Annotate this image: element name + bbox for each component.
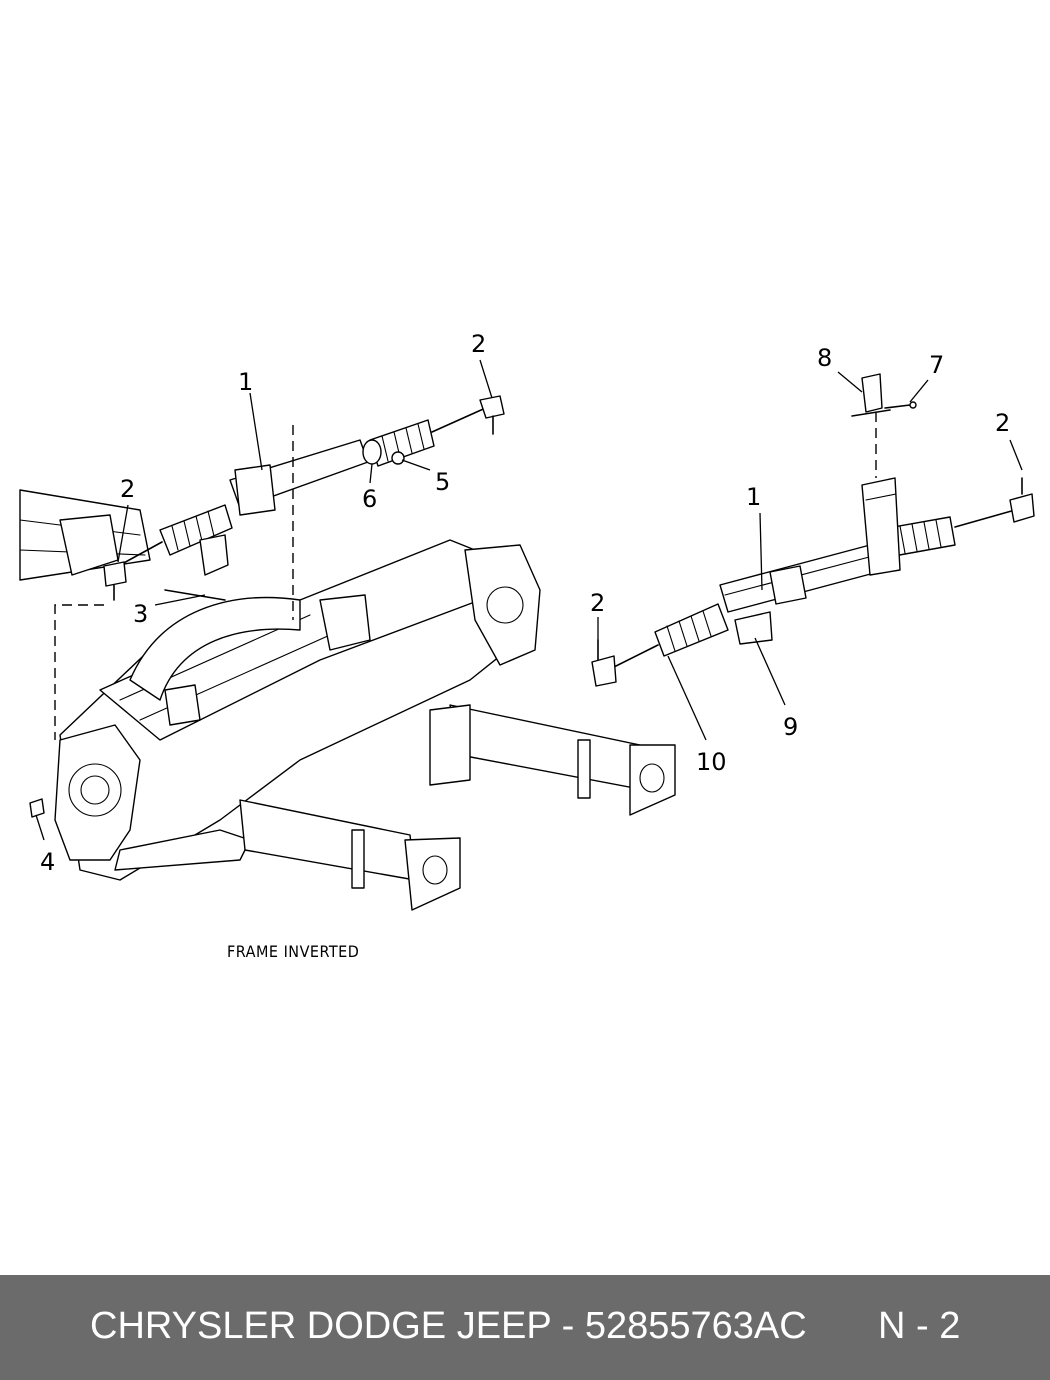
callout-nut-small: 5 — [435, 468, 450, 496]
diagram-drawing: 1 2 2 3 4 5 6 1 2 2 7 8 9 10 FRAME INVER… — [19, 330, 1035, 961]
callout-coupler: 8 — [817, 344, 832, 372]
right-steering-rack — [591, 373, 1035, 687]
diagram-caption: FRAME INVERTED — [227, 942, 359, 961]
part-number-title: CHRYSLER DODGE JEEP - 52855763AC — [90, 1305, 807, 1347]
parts-diagram: 1 2 2 3 4 5 6 1 2 2 7 8 9 10 FRAME INVER… — [19, 330, 1035, 961]
footer-bar: CHRYSLER DODGE JEEP - 52855763AC N - 2 — [0, 1275, 1050, 1380]
frame-assembly — [19, 489, 676, 911]
page-indicator: N - 2 — [878, 1305, 961, 1347]
callout-left-tie-end-left: 2 — [120, 475, 135, 503]
leader-lines — [35, 359, 1023, 841]
callout-left-rack: 1 — [238, 368, 253, 396]
callout-right-rack: 1 — [746, 483, 761, 511]
callout-bolt: 3 — [133, 600, 148, 628]
callout-nut: 4 — [40, 848, 55, 876]
left-steering-rack — [29, 395, 505, 818]
callout-right-tie-end-left: 2 — [590, 589, 605, 617]
callout-bolt-small: 7 — [929, 351, 944, 379]
callout-boot: 10 — [696, 748, 727, 776]
callout-mount-bushing: 9 — [783, 713, 798, 741]
callout-right-tie-end-right: 2 — [995, 409, 1010, 437]
callout-bushing: 6 — [362, 485, 377, 513]
callout-left-tie-end-top: 2 — [471, 330, 486, 358]
